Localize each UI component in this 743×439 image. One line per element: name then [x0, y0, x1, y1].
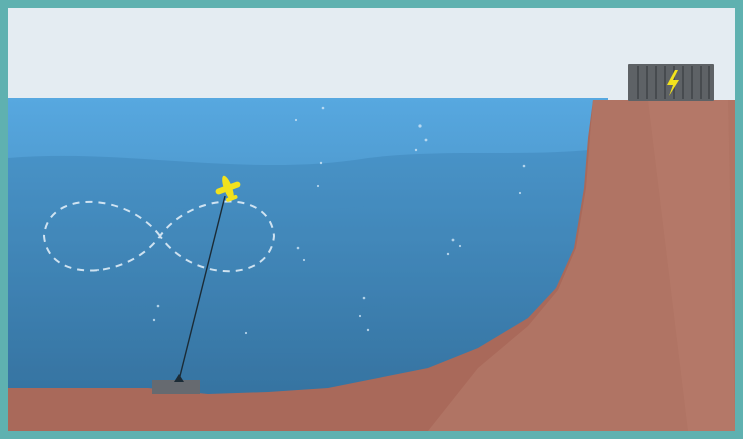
- sky: [8, 8, 735, 100]
- power-station-icon: [628, 64, 714, 101]
- tidal-kite-illustration: [8, 8, 735, 431]
